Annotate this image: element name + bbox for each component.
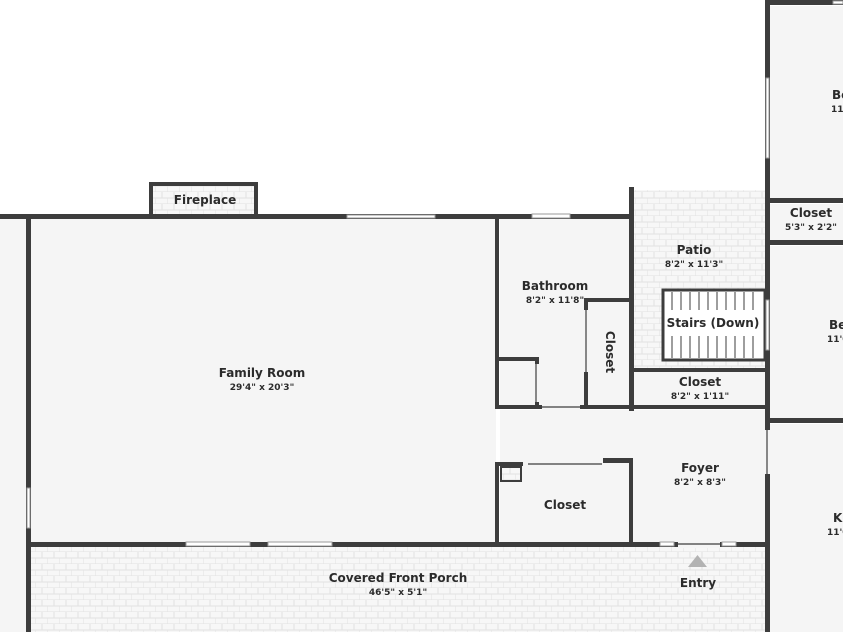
bedroom-top-name: Be [832,88,843,102]
wall [499,357,539,361]
hall-closet-dims: 8'2" x 1'11" [671,392,729,402]
wall [765,0,843,5]
patio-dims: 8'2" x 11'3" [665,260,723,270]
window [721,541,737,547]
kitchen-name: Ki [833,511,843,525]
window [531,213,571,219]
wall [495,219,499,409]
window [267,541,333,547]
wall [603,458,633,463]
fireplace-hearth [153,186,255,214]
foyer-dims: 8'2" x 8'3" [674,478,726,488]
upper-closet-name: Closet [790,206,832,220]
bathroom-name: Bathroom [522,279,588,293]
wall [0,214,634,219]
stairs-name: Stairs (Down) [667,316,760,330]
wall [584,298,634,302]
stairs [661,288,767,362]
foyer-closet-niche [500,466,522,482]
wall [495,462,523,466]
bathroom-floor [500,219,630,409]
wall [765,418,843,423]
entry-arrow-icon [688,555,707,567]
window [659,541,675,547]
wall [254,182,258,216]
wall [765,240,843,245]
wall [629,187,634,411]
left-strip-floor [0,214,30,632]
porch-floor [30,547,768,632]
wall [495,462,499,546]
window [346,214,436,219]
window [832,0,843,5]
bedroom-mid-floor [770,246,843,418]
fireplace-label: Fireplace [174,193,236,207]
wall [629,458,633,546]
window [765,299,770,351]
entry-label: Entry [680,576,716,590]
windows [26,0,843,547]
wall [26,214,31,632]
family-room-floor [30,219,496,543]
wall [765,198,843,203]
wall [629,405,769,409]
window [26,487,31,529]
kitchen-floor [770,424,843,632]
porch-name: Covered Front Porch [329,571,468,585]
bedroom-top-floor [770,6,843,198]
door-openings [528,310,771,548]
floor-areas [0,6,843,632]
wall [26,542,770,547]
stairs-label-bg [668,310,760,336]
bedroom-mid-name: Be [829,318,843,332]
family-room-dims: 29'4" x 20'3" [230,383,295,393]
patio-name: Patio [677,243,712,257]
porch-dims: 46'5" x 5'1" [369,588,427,598]
wall [149,182,257,186]
bedroom-mid-dims: 11'0 [827,335,843,345]
window [765,77,770,159]
bedroom-top-dims: 11' [831,105,843,115]
window [185,541,251,547]
wall [629,368,769,372]
hall-closet-floor [634,372,766,408]
wall [149,182,153,216]
foyer-closet-name: Closet [544,498,586,512]
upper-closet-floor [770,204,843,240]
foyer-name: Foyer [681,461,719,475]
hall-closet-name: Closet [679,375,721,389]
room-labels: Fireplace Family Room 29'4" x 20'3" Bath… [174,88,843,598]
bathroom-dims: 8'2" x 11'8" [526,296,584,306]
bath-closet-name: Closet [603,331,617,373]
kitchen-dims: 11'0 [827,528,843,538]
upper-closet-dims: 5'3" x 2'2" [785,223,837,233]
family-room-name: Family Room [219,366,306,380]
